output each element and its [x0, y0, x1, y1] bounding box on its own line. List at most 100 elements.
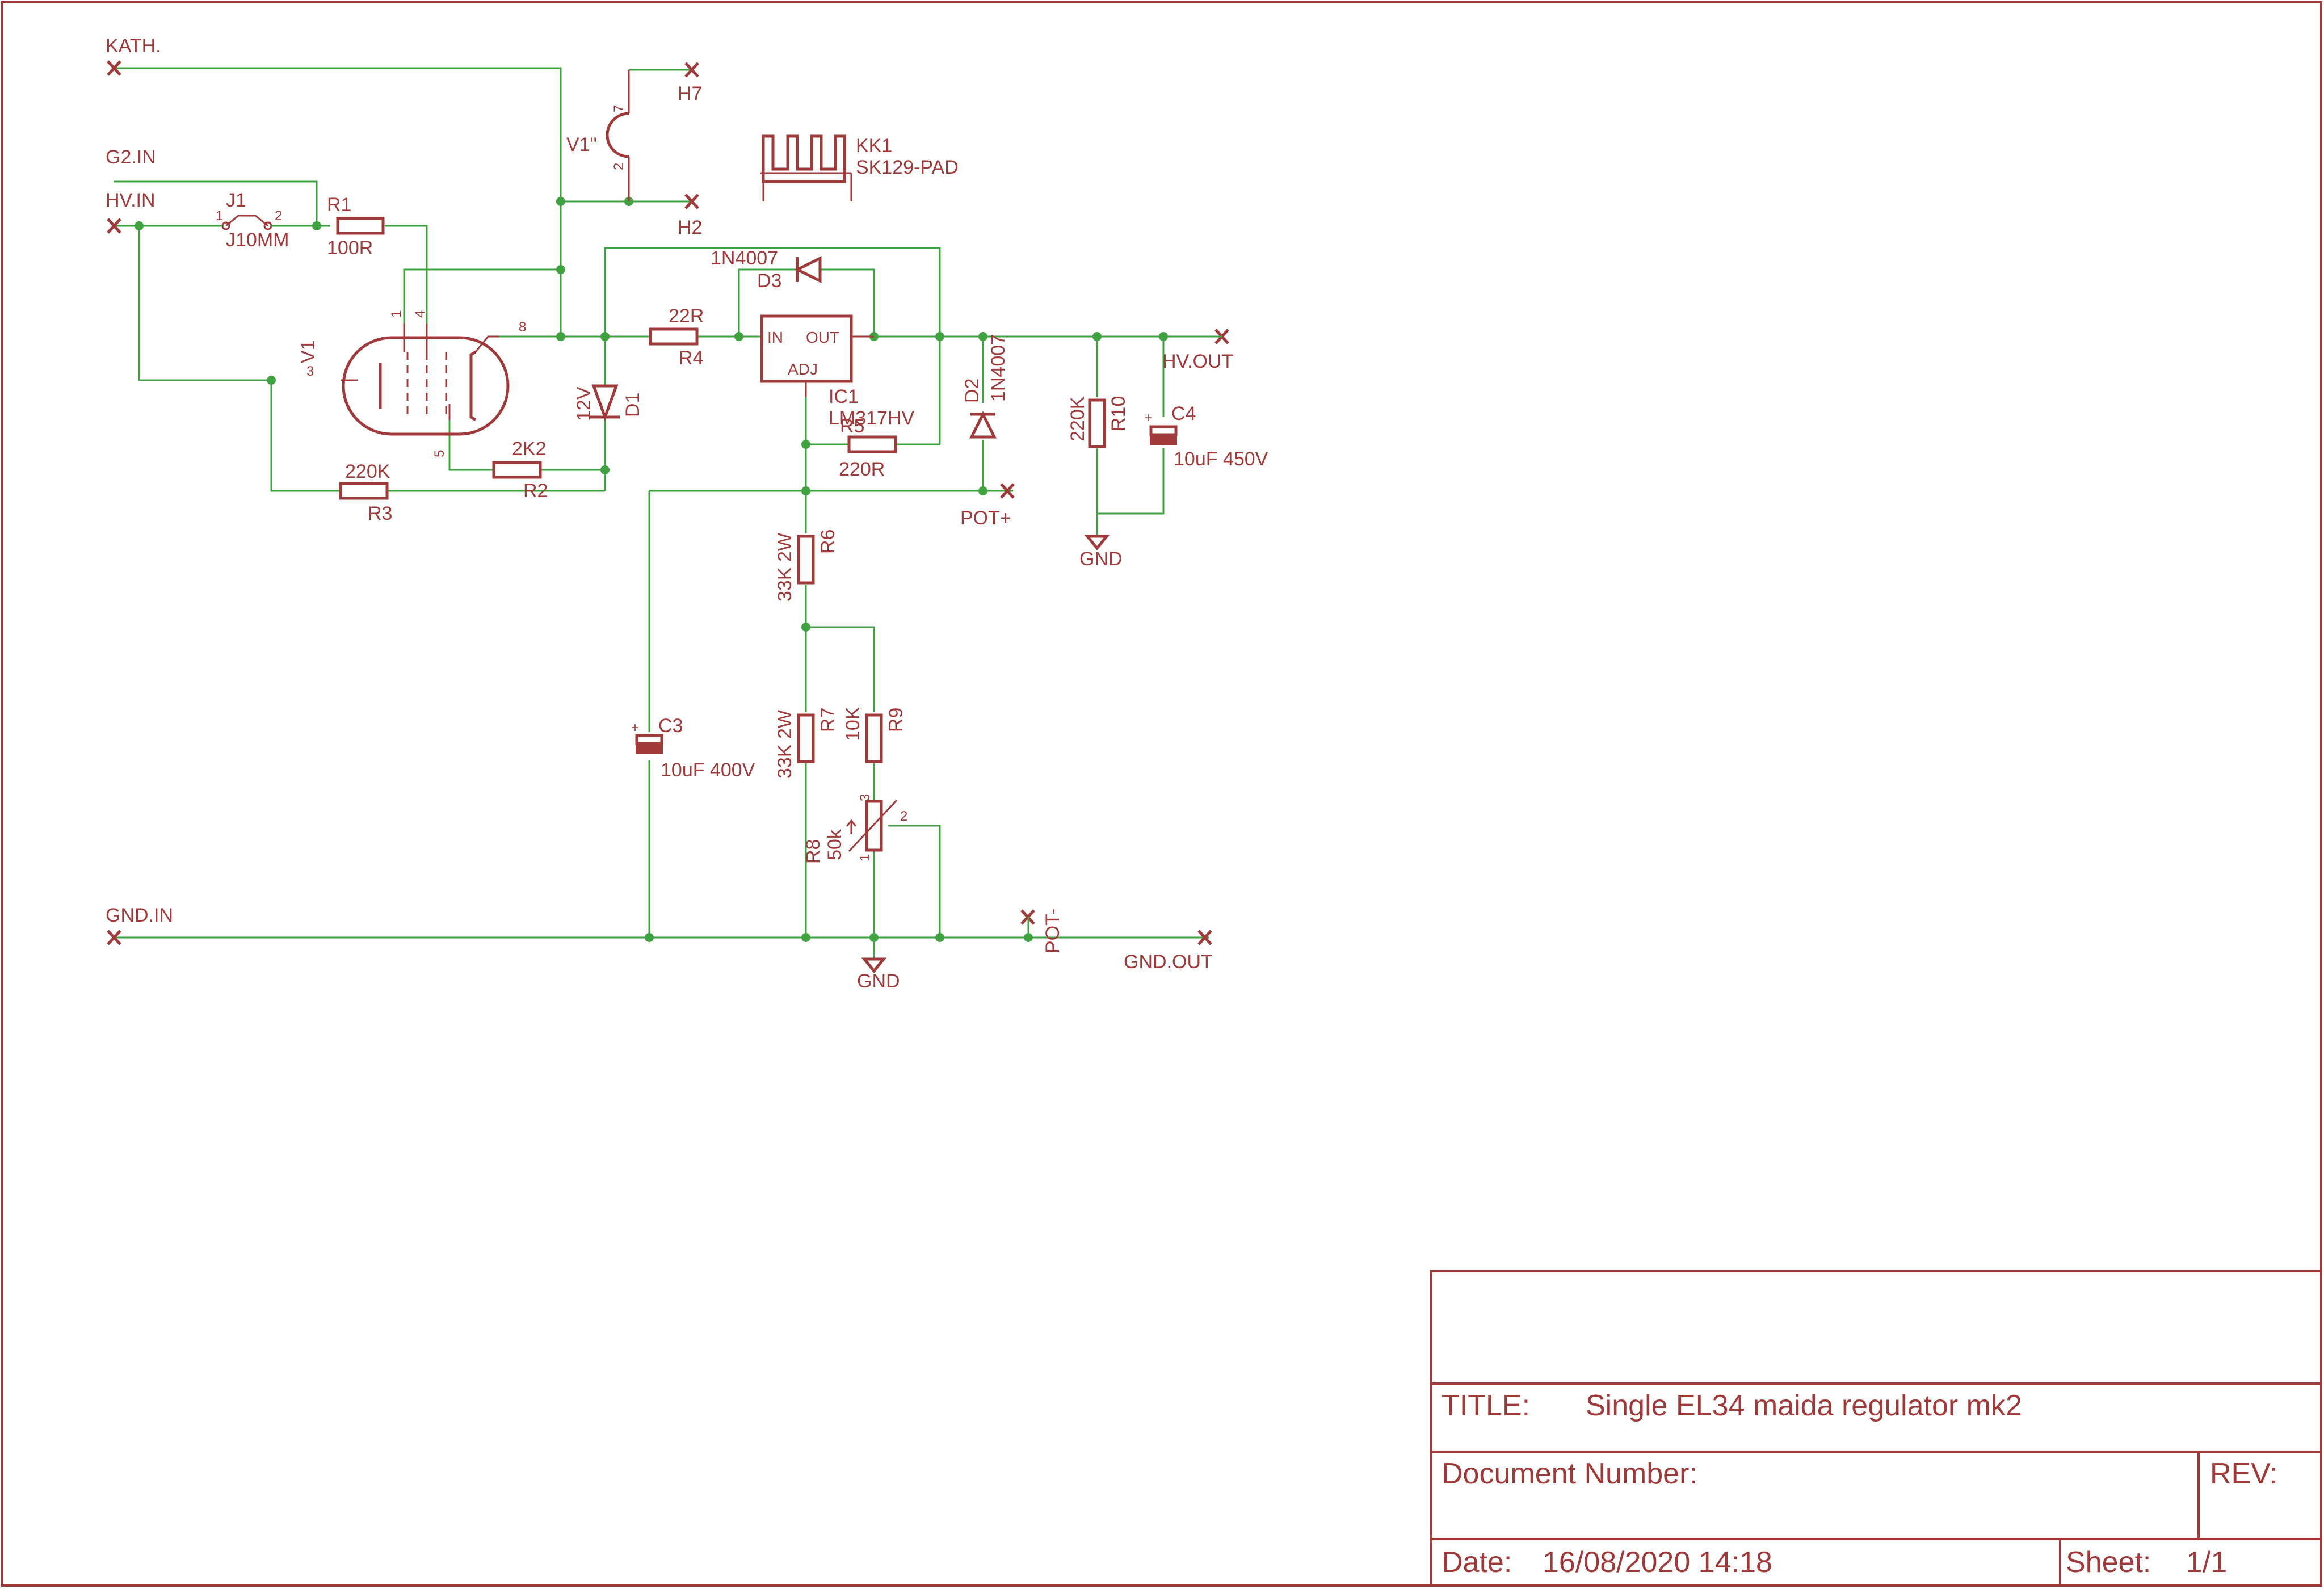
zener-d1: 12V D1	[573, 384, 644, 422]
port-pot-minus-label: POT-	[1042, 909, 1064, 953]
d1-name: D1	[622, 393, 644, 417]
port-h7: H7	[678, 62, 702, 104]
port-kath: KATH.	[106, 35, 161, 76]
j1-pin1: 1	[216, 208, 223, 224]
gnd2-label: GND	[857, 970, 900, 992]
c3-name: C3	[658, 715, 683, 737]
port-hv-in-label: HV.IN	[106, 190, 156, 211]
ic1-pin-adj: ADJ	[788, 360, 818, 378]
j1-name: J1	[226, 190, 246, 211]
resistor-r10: 220K R10	[1067, 396, 1129, 448]
capacitor-c4: + C4 10uF 450V	[1144, 403, 1268, 470]
r1-name: R1	[327, 194, 351, 216]
ic1-pin-in: IN	[767, 329, 783, 346]
r3-name: R3	[368, 503, 392, 524]
resistor-r1: R1 100R	[327, 194, 385, 259]
j1-value: J10MM	[226, 229, 289, 251]
v1h-pin7: 7	[611, 105, 627, 112]
port-gnd-out: GND.OUT	[1124, 930, 1213, 973]
diode-d3: 1N4007 D3	[711, 247, 822, 292]
port-hv-in: HV.IN	[106, 190, 156, 234]
resistor-r7: 33K 2W R7	[774, 708, 839, 779]
r8-pin2: 2	[900, 809, 907, 824]
regulator-ic1: IN OUT ADJ IC1 LM317HV	[760, 314, 915, 429]
r7-value: 33K 2W	[774, 710, 796, 779]
v1-pin8: 8	[519, 320, 526, 335]
date-value: 16/08/2020 14:18	[1543, 1546, 1772, 1579]
port-gnd-out-label: GND.OUT	[1124, 951, 1213, 973]
port-pot-plus: POT+	[960, 483, 1015, 529]
r1-value: 100R	[327, 237, 373, 259]
sheet-label: Sheet:	[2066, 1546, 2151, 1579]
j1-pin2: 2	[275, 208, 282, 224]
tube-v1-heater: V1" 7 2	[566, 70, 630, 201]
v1h-pin2: 2	[611, 163, 627, 170]
resistor-r2: 2K2 R2	[492, 438, 548, 502]
port-g2-in: G2.IN	[106, 146, 156, 168]
title-label: TITLE:	[1442, 1389, 1530, 1422]
resistor-r6: 33K 2W R6	[774, 529, 839, 602]
kk1-value: SK129-PAD	[856, 157, 959, 178]
r6-name: R6	[817, 529, 839, 554]
port-g2-in-label: G2.IN	[106, 146, 156, 168]
jumper-j1: J1 J10MM 1 2	[216, 190, 289, 251]
r2-name: R2	[523, 480, 548, 502]
v1-pin3: 3	[306, 364, 314, 379]
port-pot-minus: POT-	[1020, 909, 1064, 953]
junctions	[135, 197, 1168, 942]
port-h2-label: H2	[678, 217, 702, 238]
ic1-value: LM317HV	[829, 407, 915, 429]
r5-name: R5	[840, 415, 864, 437]
port-pot-plus-label: POT+	[960, 507, 1011, 529]
diode-d2: D2 1N4007	[961, 334, 1009, 439]
r10-name: R10	[1108, 396, 1129, 431]
c4-plus: +	[1144, 410, 1152, 426]
date-label: Date:	[1442, 1546, 1512, 1579]
tube-v1: V1 1 4 3 5 8	[297, 310, 526, 457]
port-hv-out-label: HV.OUT	[1162, 351, 1233, 372]
r10-value: 220K	[1067, 396, 1089, 442]
r4-name: R4	[679, 347, 703, 369]
capacitor-c3: + C3 10uF 400V	[631, 715, 755, 781]
resistor-r3: 220K R3	[339, 461, 392, 524]
r4-value: 22R	[669, 305, 704, 327]
d2-name: D2	[961, 379, 983, 403]
r9-value: 10K	[842, 707, 864, 741]
v1-pin5: 5	[432, 450, 447, 457]
trimmer-r8: R8 50k 1 2 3	[802, 794, 907, 864]
r5-value: 220R	[839, 459, 885, 480]
r7-name: R7	[817, 708, 839, 732]
d3-name: D3	[757, 270, 781, 292]
c4-value: 10uF 450V	[1174, 448, 1268, 470]
ground-symbol-2: GND	[857, 938, 900, 992]
c3-plus: +	[631, 720, 639, 735]
title-block: TITLE: Single EL34 maida regulator mk2 D…	[1430, 1270, 2322, 1587]
r8-pin1: 1	[858, 854, 873, 861]
resistor-r9: 10K R9	[842, 707, 907, 763]
port-gnd-in: GND.IN	[106, 905, 173, 945]
title-value: Single EL34 maida regulator mk2	[1586, 1389, 2022, 1422]
ground-symbol-1: GND	[1079, 535, 1123, 570]
v1-pin1: 1	[389, 310, 404, 318]
port-gnd-in-label: GND.IN	[106, 905, 173, 926]
v1h-name: V1"	[566, 134, 597, 155]
c3-value: 10uF 400V	[661, 759, 755, 781]
document-number-label: Document Number:	[1442, 1457, 1697, 1490]
ic1-pin-out: OUT	[806, 329, 839, 346]
r8-value: 50k	[824, 829, 846, 860]
r8-name: R8	[802, 839, 824, 864]
rev-label: REV:	[2210, 1457, 2277, 1490]
d2-value: 1N4007	[987, 334, 1009, 402]
port-hv-out: HV.OUT	[1162, 329, 1233, 372]
r6-value: 33K 2W	[774, 533, 796, 602]
port-h7-label: H7	[678, 83, 702, 104]
resistor-r4: 22R R4	[649, 305, 704, 369]
wires	[114, 67, 1209, 959]
ic1-name: IC1	[829, 386, 859, 407]
resistor-r5: R5 220R	[839, 415, 897, 480]
port-h2: H2	[678, 194, 702, 238]
r8-pin3: 3	[858, 794, 873, 801]
port-kath-label: KATH.	[106, 35, 161, 57]
